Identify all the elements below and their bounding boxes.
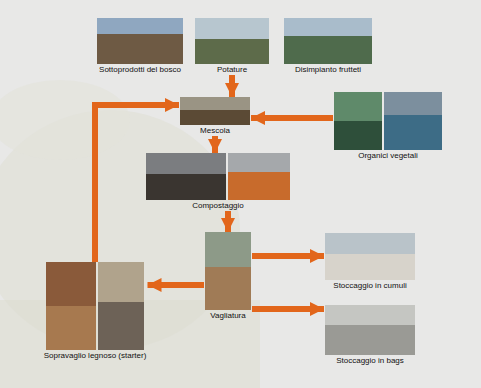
photo <box>205 232 251 310</box>
step-caption: Potature <box>194 64 270 75</box>
step-caption: Stoccaggio in bags <box>324 355 416 366</box>
step-caption: Sopravaglio legnoso (starter) <box>43 350 148 361</box>
photo-group <box>43 262 148 350</box>
step-caption: Vagliatura <box>204 310 252 321</box>
photo-group <box>283 18 373 64</box>
photo-group <box>96 18 184 64</box>
photo-step: Organici vegetali <box>333 92 443 161</box>
photo <box>284 18 372 64</box>
photo-step: Vagliatura <box>204 232 252 321</box>
photo-group <box>179 97 251 125</box>
photo <box>228 153 290 200</box>
flow-arrow <box>229 75 235 97</box>
photo <box>98 262 144 350</box>
flow-arrow <box>252 253 324 259</box>
photo-step: Sottoprodotti del bosco <box>96 18 184 75</box>
photo-step: Stoccaggio in bags <box>324 305 416 366</box>
photo <box>325 233 415 280</box>
flow-arrow <box>252 306 324 312</box>
step-caption: Mescola <box>179 125 251 136</box>
photo <box>195 18 269 64</box>
photo <box>334 92 382 150</box>
photo-group <box>204 232 252 310</box>
photo-step: Potature <box>194 18 270 75</box>
flow-arrow <box>212 136 218 153</box>
photo-group <box>324 305 416 355</box>
step-caption: Organici vegetali <box>333 150 443 161</box>
step-caption: Disimpianto frutteti <box>283 64 373 75</box>
photo-step: Disimpianto frutteti <box>283 18 373 75</box>
photo-step: Stoccaggio in cumuli <box>324 233 416 291</box>
photo-group <box>324 233 416 280</box>
photo <box>180 97 250 125</box>
photo-step: Mescola <box>179 97 251 136</box>
photo-group <box>194 18 270 64</box>
photo <box>46 262 96 350</box>
faded-tree <box>0 80 130 160</box>
photo <box>97 18 183 64</box>
flow-arrow <box>148 282 205 288</box>
flow-arrow <box>225 211 231 232</box>
photo <box>325 305 415 355</box>
step-caption: Compostaggio <box>145 200 291 211</box>
photo-group <box>333 92 443 150</box>
photo-step: Compostaggio <box>145 153 291 211</box>
photo <box>146 153 226 200</box>
flow-arrow <box>251 115 333 121</box>
photo-step: Sopravaglio legnoso (starter) <box>43 262 148 361</box>
photo <box>384 92 442 150</box>
step-caption: Stoccaggio in cumuli <box>324 280 416 291</box>
photo-group <box>145 153 291 200</box>
step-caption: Sottoprodotti del bosco <box>96 64 184 75</box>
